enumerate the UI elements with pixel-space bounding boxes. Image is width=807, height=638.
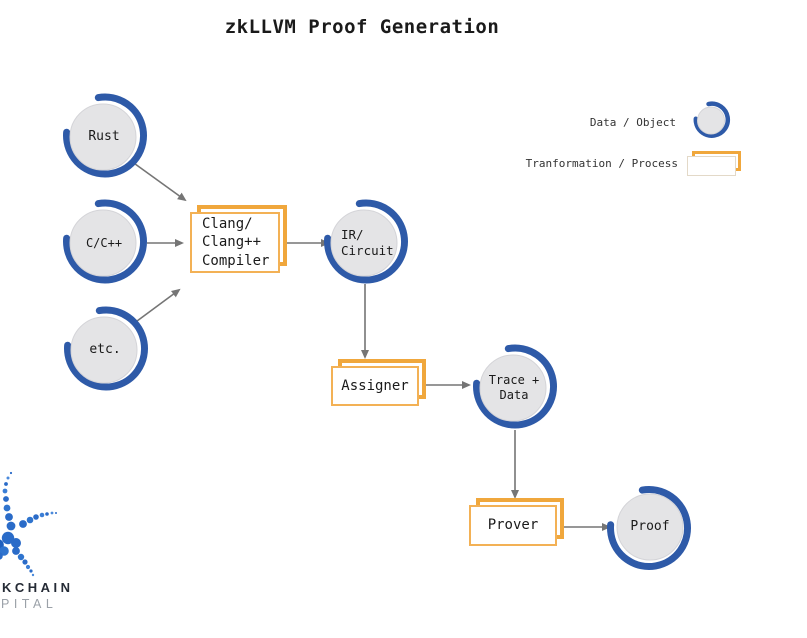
node-cpp-label: C/C++: [85, 235, 123, 250]
node-cpp: C/C++: [58, 197, 150, 289]
data-object-ring-icon: [63, 93, 147, 178]
process-compiler-label: Clang/ Clang++ Compiler: [190, 212, 280, 273]
node-trace-data: Trace + Data: [468, 342, 560, 434]
process-assigner-label: Assigner: [331, 366, 419, 406]
data-object-ring-icon: [607, 486, 691, 570]
node-proof: Proof: [604, 481, 696, 573]
logo-text-line2: PITAL: [1, 597, 58, 611]
data-object-ring-icon: [63, 199, 147, 284]
data-object-ring-icon: [473, 344, 557, 429]
legend-data-object-icon: [689, 99, 733, 143]
data-object-ring-icon: [324, 199, 408, 284]
legend-process-icon: [687, 151, 741, 176]
legend-process-rect: [687, 156, 736, 176]
legend-data-object-label: Data / Object: [589, 116, 676, 129]
node-rust-label: Rust: [88, 128, 120, 144]
node-ir-circuit: IR/ Circuit: [319, 197, 411, 289]
legend-process-label: Tranformation / Process: [525, 157, 678, 170]
process-prover-label: Prover: [469, 505, 557, 546]
node-etc-label: etc.: [89, 341, 121, 357]
logo-text-line1: KCHAIN: [2, 580, 74, 595]
node-rust: Rust: [58, 91, 150, 183]
process-assigner: Assigner: [331, 359, 426, 406]
node-ir-circuit-label: IR/ Circuit: [341, 227, 394, 258]
process-compiler: Clang/ Clang++ Compiler: [190, 205, 287, 273]
blockchain-capital-logo: KCHAIN PITAL: [0, 468, 110, 628]
process-prover: Prover: [469, 498, 564, 546]
node-proof-label: Proof: [630, 518, 670, 534]
page-title: zkLLVM Proof Generation: [224, 16, 500, 38]
starfish-dots-icon: [0, 471, 57, 577]
node-etc: etc.: [59, 304, 151, 396]
data-object-ring-icon: [64, 306, 148, 391]
node-trace-data-label: Trace + Data: [488, 373, 540, 402]
